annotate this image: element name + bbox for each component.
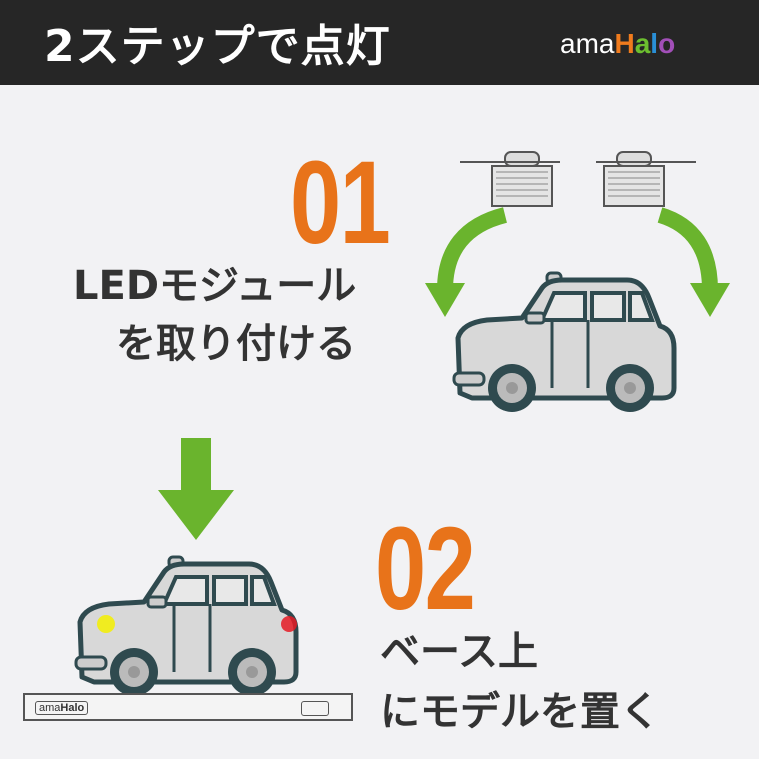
step2-number: 02	[375, 503, 476, 635]
curved-arrow-right-icon	[657, 207, 730, 317]
base-logo: amaHalo	[35, 701, 89, 715]
display-base: amaHalo	[23, 693, 353, 721]
car-model-illustration	[452, 268, 682, 413]
logo-text-ama: ama	[560, 28, 615, 59]
base-logo-ama: ama	[39, 702, 61, 714]
logo-letter-o: o	[658, 28, 676, 59]
curved-arrow-left-icon	[425, 207, 508, 317]
step1-line2: を取り付ける	[116, 321, 356, 367]
down-arrow-icon	[158, 438, 234, 540]
led-module-icon	[596, 150, 696, 210]
led-module-icon	[460, 150, 560, 210]
brand-logo: amaHalo	[560, 28, 675, 60]
page-title: 2ステップで点灯	[44, 21, 391, 72]
logo-letter-a: a	[634, 28, 651, 59]
logo-letter-l: l	[650, 28, 659, 59]
header-bar: 2ステップで点灯 amaHalo	[0, 0, 759, 85]
base-logo-halo: Halo	[60, 702, 85, 714]
step2-line2: にモデルを置く	[380, 689, 660, 735]
step2-line1: ベース上	[380, 629, 538, 675]
base-switch	[301, 701, 329, 716]
logo-letter-h: H	[614, 28, 635, 59]
step1-line1: LEDモジュール	[73, 263, 357, 309]
step1-number: 01	[290, 137, 391, 269]
car-on-base-illustration	[74, 552, 304, 697]
